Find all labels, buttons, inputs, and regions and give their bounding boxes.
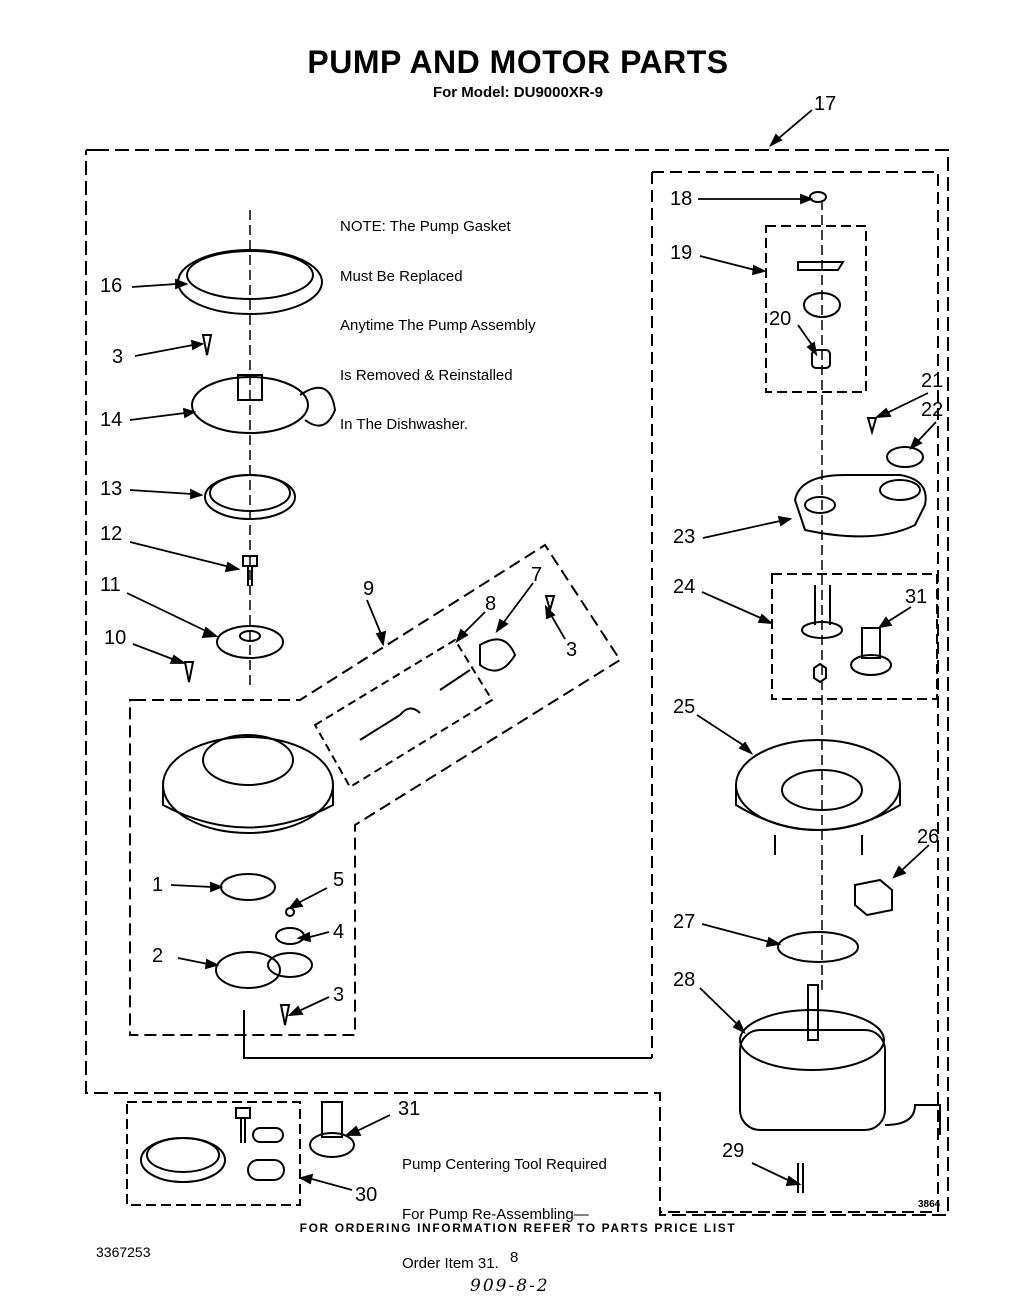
part-label-14: 14 [100, 409, 123, 431]
kit-bolt [235, 1107, 251, 1143]
part-label-31: 31 [398, 1098, 421, 1120]
shaft-24 [814, 585, 831, 625]
part-label-16: 16 [100, 275, 123, 297]
document-number: 3367253 [96, 1244, 151, 1260]
screw-3-bottom [279, 1004, 291, 1026]
figure-id: 3864 [918, 1199, 941, 1210]
part-label-7: 7 [531, 564, 543, 586]
kit-seal-a [252, 1127, 284, 1143]
centering-tool-31 [861, 627, 881, 659]
part-label-1: 1 [152, 874, 164, 896]
part-label-9: 9 [363, 578, 375, 600]
page-title: PUMP AND MOTOR PARTS [307, 44, 729, 80]
motor-housing [735, 739, 901, 831]
part-label-12: 12 [100, 523, 123, 545]
item-24-group-boundary [771, 573, 938, 700]
item-8-group-boundary [313, 638, 494, 789]
mounting-plate [793, 474, 927, 538]
gasket-22 [886, 446, 924, 468]
part-label-20: 20 [769, 308, 792, 330]
seal-4 [275, 927, 305, 945]
part-label-28: 28 [673, 969, 696, 991]
main-assembly-boundary [85, 149, 949, 1216]
part-label-3: 3 [333, 984, 345, 1006]
screw-3-top [201, 334, 213, 356]
pump-cover [191, 376, 309, 434]
part-label-27: 27 [673, 911, 696, 933]
note-line: Is Removed & Reinstalled [340, 366, 513, 384]
bolt-12 [242, 555, 258, 586]
item-30-kit-boundary [126, 1101, 301, 1206]
filter-disc [220, 873, 276, 901]
screw-21 [866, 417, 878, 436]
part-label-23: 23 [673, 526, 696, 548]
nut-18 [809, 191, 827, 203]
page-number: 8 [510, 1249, 519, 1266]
slinger-disc-27 [777, 931, 859, 963]
part-label-21: 21 [921, 370, 944, 392]
screw-10 [183, 661, 195, 683]
callout-line: Pump Centering Tool Required [402, 1156, 607, 1173]
part-label-29: 29 [722, 1140, 745, 1162]
centering-tool-callout: Pump Centering Tool Required For Pump Re… [402, 1124, 607, 1289]
part-label-19: 19 [670, 242, 693, 264]
pump-housing-group-boundary [129, 543, 622, 1036]
part-label-8: 8 [485, 593, 497, 615]
item-19-group-boundary [765, 225, 867, 393]
part-label-2: 2 [152, 945, 164, 967]
connector-block-26 [854, 878, 893, 917]
impeller [216, 625, 284, 659]
part-label-4: 4 [333, 921, 345, 943]
part-label-18: 18 [670, 188, 693, 210]
callout-line: Order Item 31. [402, 1255, 499, 1272]
kit-seal-b [247, 1159, 285, 1181]
bracket-19 [797, 261, 845, 271]
part-label-5: 5 [333, 869, 345, 891]
solenoid-plunger [359, 669, 471, 741]
spring-20 [803, 292, 841, 318]
note-line: Must Be Replaced [340, 267, 463, 285]
part-label-24: 24 [673, 576, 696, 598]
lower-housing [215, 951, 281, 989]
part-label-22: 22 [921, 399, 944, 421]
kit-tool-31 [321, 1101, 343, 1138]
screw-3-right [544, 595, 556, 614]
part-label-3: 3 [112, 346, 124, 368]
bolt-29 [797, 1163, 804, 1193]
motor-section-boundary [652, 171, 939, 1213]
note-line: In The Dishwasher. [340, 416, 469, 433]
part-label-25: 25 [673, 696, 696, 718]
part-label-17: 17 [814, 93, 837, 115]
part-label-30: 30 [355, 1184, 378, 1206]
part-label-13: 13 [100, 478, 123, 500]
note-line: Anytime The Pump Assembly [340, 317, 536, 334]
pump-gasket-note: NOTE: The Pump Gasket Must Be Replaced A… [340, 186, 536, 450]
motor-28 [739, 1029, 886, 1131]
part-label-3: 3 [566, 639, 578, 661]
ball-5 [285, 907, 295, 917]
part-label-10: 10 [104, 627, 127, 649]
handwritten-note: 909-8-2 [470, 1276, 550, 1296]
part-label-11: 11 [100, 574, 121, 596]
part-label-31: 31 [905, 586, 928, 608]
ordering-footer: FOR ORDERING INFORMATION REFER TO PARTS … [299, 1221, 737, 1235]
callout-line: For Pump Re-Assembling— [402, 1205, 589, 1223]
part-label-26: 26 [917, 826, 940, 848]
note-line: NOTE: The Pump Gasket [340, 218, 511, 235]
model-subtitle: For Model: DU9000XR-9 [432, 84, 604, 101]
